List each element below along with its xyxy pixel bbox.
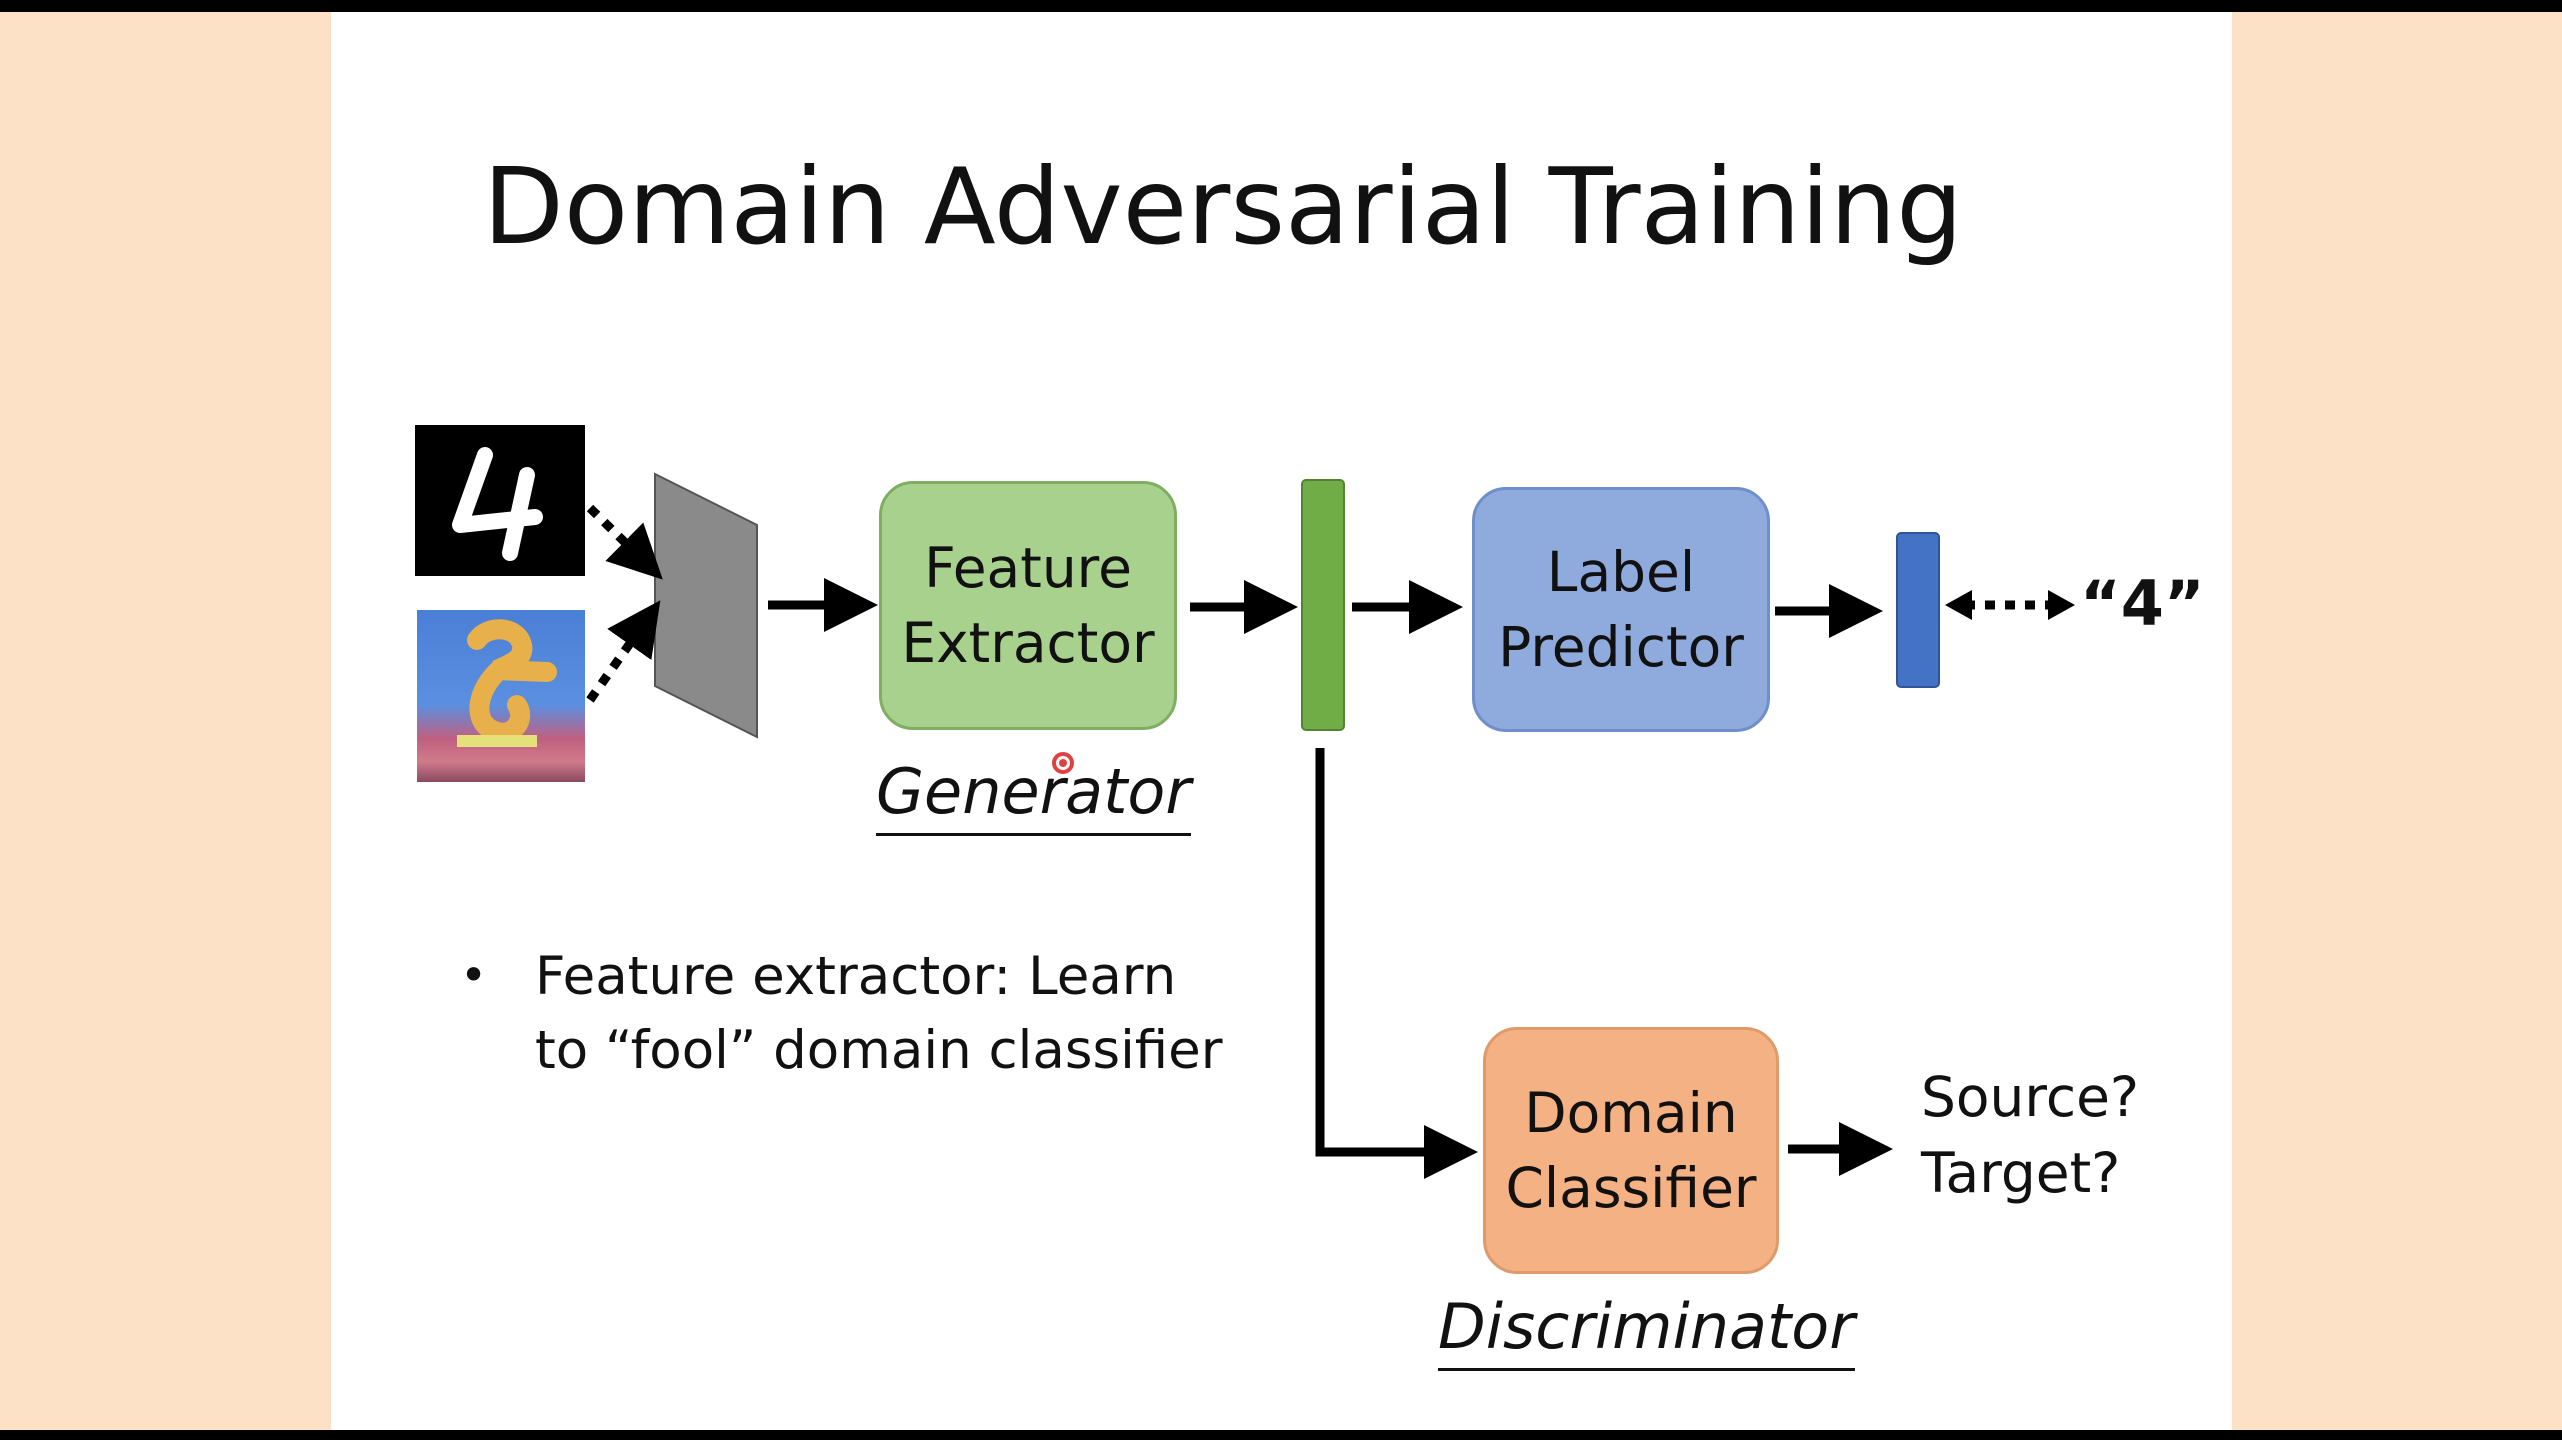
pointer-dot — [1052, 752, 1074, 774]
slide — [331, 12, 2232, 1430]
bullet-line1: Feature extractor: Learn — [535, 946, 1177, 1007]
label-vector — [1896, 532, 1940, 688]
generator-label: Generator — [876, 755, 1191, 837]
domain-classifier-box: Domain Classifier — [1483, 1027, 1779, 1274]
feature-extractor-box: Feature Extractor — [879, 481, 1177, 730]
feature-vector — [1301, 479, 1345, 731]
predicted-label: “4” — [2080, 567, 2205, 640]
bullet-point-icon: • — [460, 948, 488, 1002]
domain-output-target: Target? — [1921, 1140, 2121, 1205]
discriminator-label: Discriminator — [1438, 1290, 1855, 1372]
mnist-input-image — [415, 425, 585, 576]
bullet-text: Feature extractor: Learn to “fool” domai… — [535, 940, 1255, 1088]
label-predictor-line1: Label — [1546, 540, 1696, 605]
bullet-line2: to “fool” domain classifier — [535, 1020, 1223, 1082]
domain-classifier-line1: Domain — [1524, 1081, 1738, 1146]
domain-output-source: Source? — [1921, 1065, 2140, 1129]
input-layer — [654, 472, 758, 739]
left-border — [0, 12, 331, 1430]
colored-digit-icon — [457, 619, 557, 747]
dotted-arrow-mnistm — [586, 600, 661, 703]
double-arrow-right-head — [2048, 590, 2075, 620]
feature-extractor-line2: Extractor — [901, 610, 1155, 675]
double-arrow-left-head — [1945, 590, 1972, 620]
domain-classifier-line2: Classifier — [1505, 1155, 1757, 1220]
feature-extractor-line1: Feature — [924, 536, 1132, 601]
branch-to-domain-classifier — [1315, 748, 1478, 1179]
label-predictor-box: Label Predictor — [1472, 487, 1770, 732]
handwritten-four-icon — [452, 447, 543, 561]
domain-output: Source? Target? — [1921, 1060, 2139, 1212]
mnist-m-input-image — [417, 610, 585, 782]
label-predictor-line2: Predictor — [1498, 614, 1744, 679]
right-border — [2232, 12, 2562, 1430]
pointer-dot-center — [1059, 759, 1067, 767]
slide-title: Domain Adversarial Training — [483, 146, 1963, 268]
dotted-arrow-mnist — [586, 504, 663, 580]
